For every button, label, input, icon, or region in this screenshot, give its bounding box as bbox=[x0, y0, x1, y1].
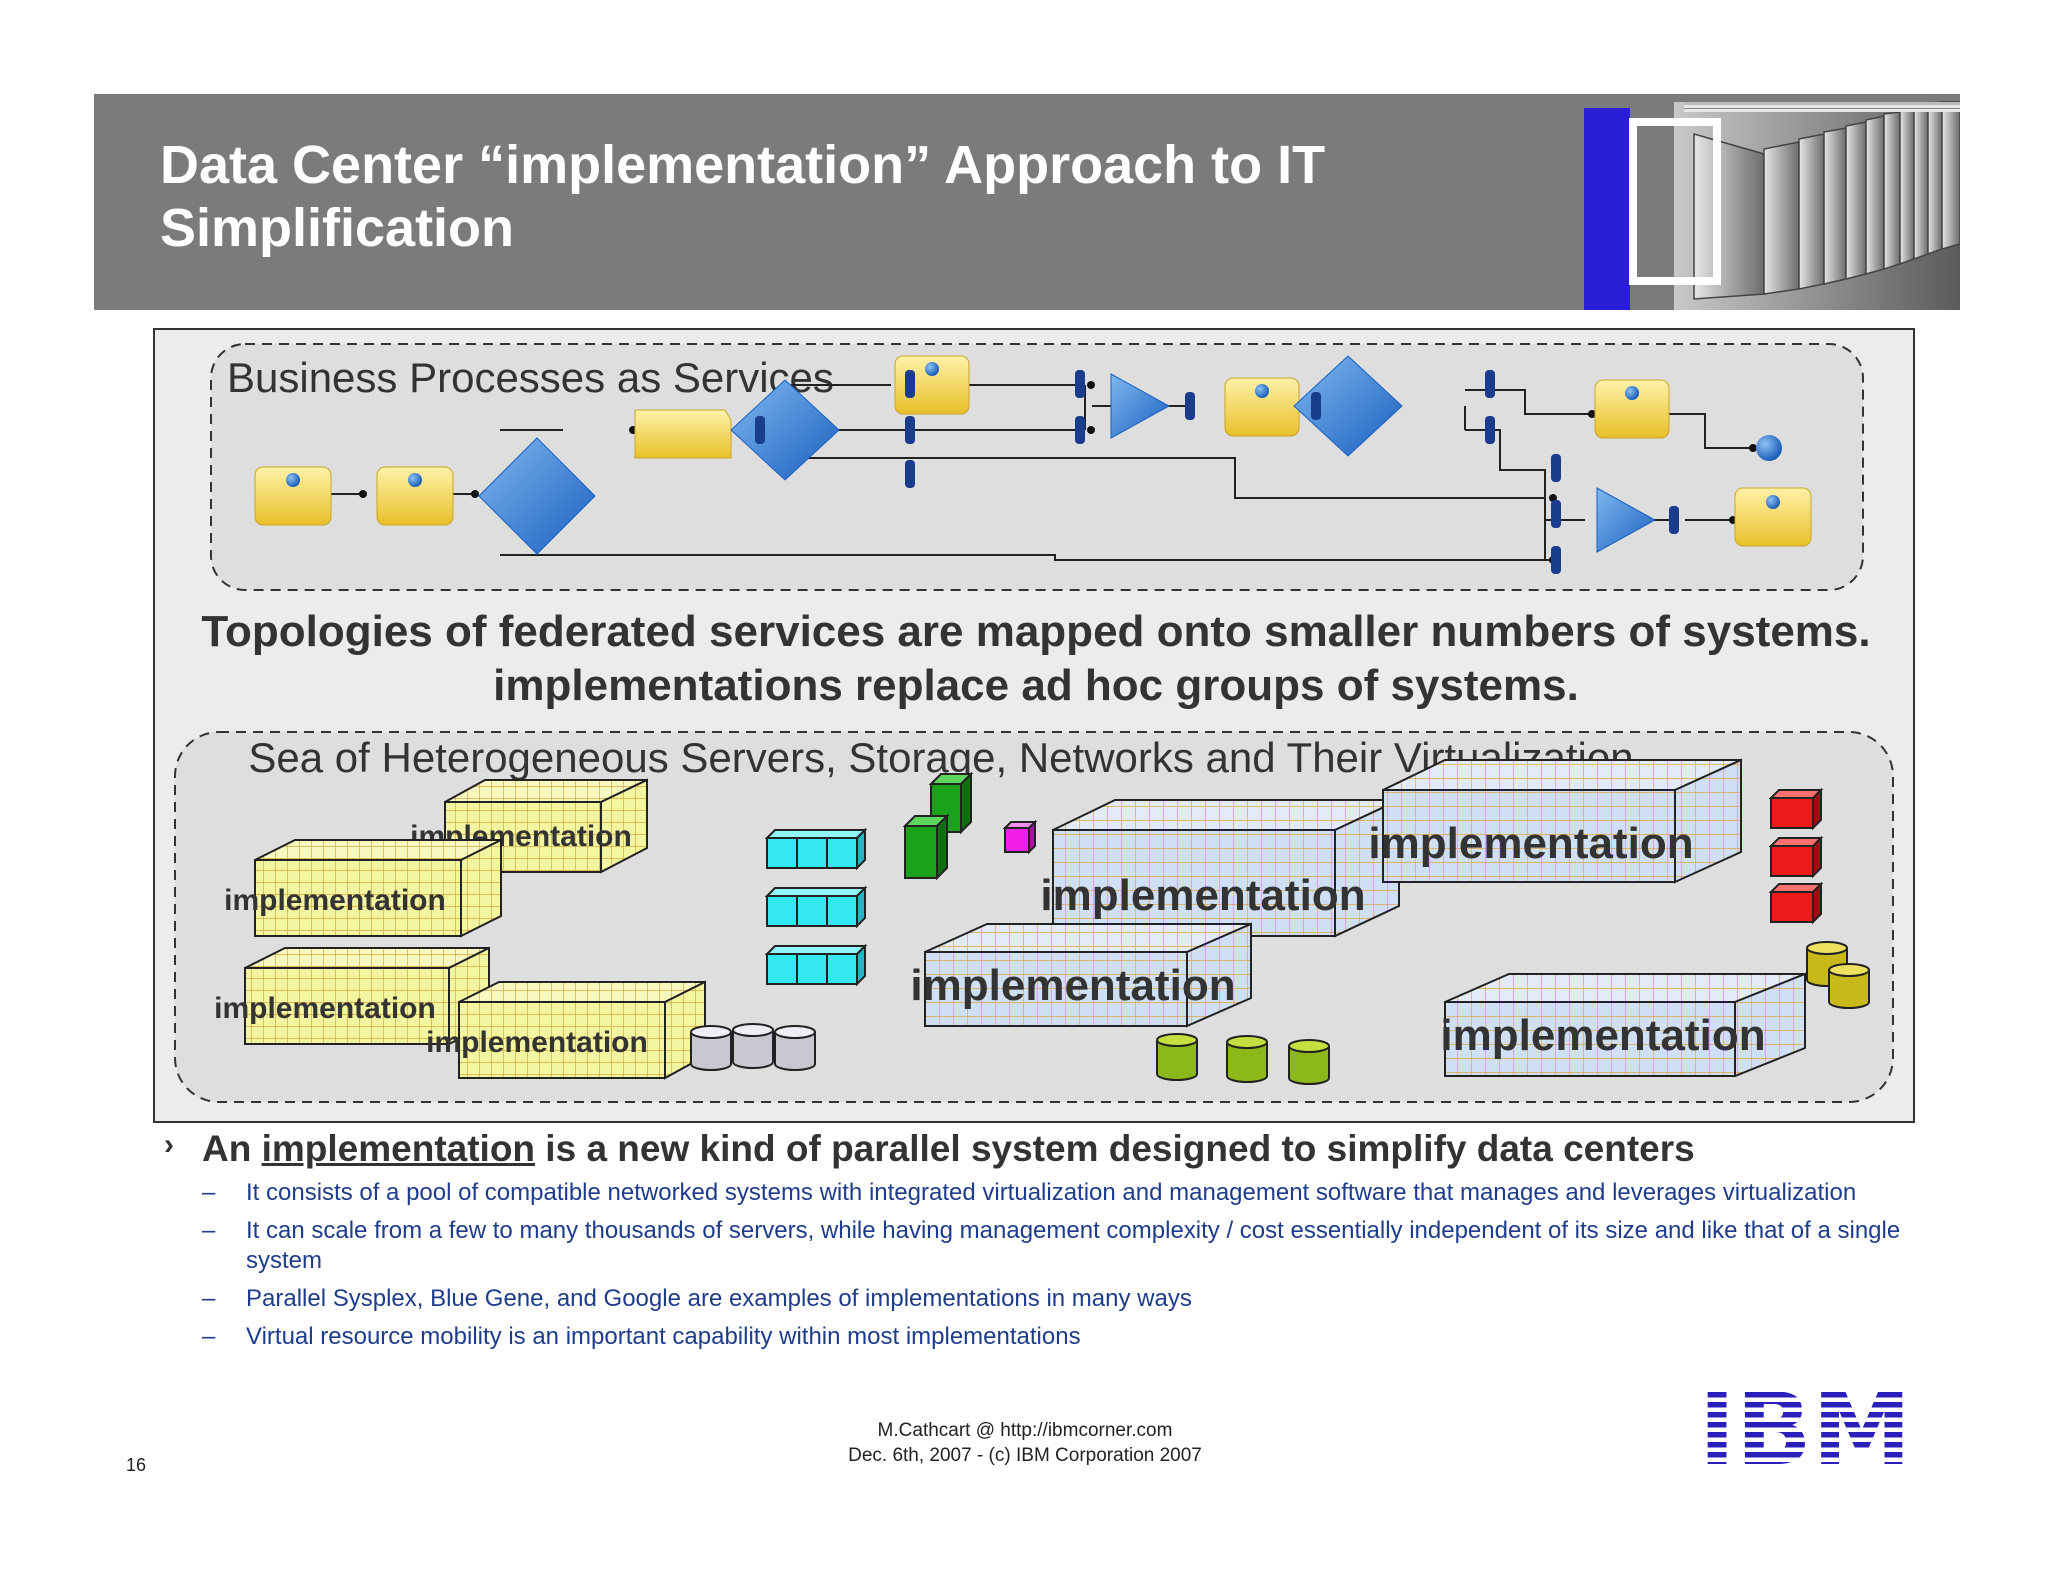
credit-line-1: M.Cathcart @ http://ibmcorner.com bbox=[877, 1420, 1173, 1441]
olive-storage-cylinders bbox=[1156, 941, 1870, 1085]
title-line-1: Data Center “implementation” Approach to… bbox=[160, 135, 1326, 195]
dash-icon: – bbox=[202, 1217, 216, 1244]
sub-bullet-text: It can scale from a few to many thousand… bbox=[246, 1217, 1901, 1274]
diagram-canvas: Business Processes as Services bbox=[174, 343, 1894, 1103]
business-process-region bbox=[210, 343, 1864, 591]
impl-box-small-2: implementation bbox=[224, 838, 502, 938]
gateway-diamond bbox=[1293, 355, 1403, 457]
merge-triangles bbox=[1110, 373, 1657, 553]
gateway-diamond bbox=[478, 437, 596, 555]
service-task bbox=[894, 355, 970, 415]
impl-label: implementation bbox=[426, 1026, 648, 1059]
main-bullet-suffix: is a new kind of parallel system designe… bbox=[535, 1128, 1695, 1169]
ibm-logo: IBM bbox=[1700, 1382, 1910, 1472]
magenta-device bbox=[1002, 819, 1038, 855]
gateway-diamond bbox=[730, 379, 840, 481]
service-data-object bbox=[634, 409, 732, 459]
red-storage-cubes bbox=[1768, 787, 1824, 925]
impl-label: implementation bbox=[214, 992, 436, 1025]
topology-line-1: Topologies of federated services are map… bbox=[201, 607, 1870, 656]
impl-label: implementation bbox=[224, 884, 446, 917]
service-task bbox=[1734, 487, 1812, 547]
service-task bbox=[376, 466, 454, 526]
title-line-2: Simplification bbox=[160, 198, 515, 258]
business-process-label: Business Processes as Services bbox=[227, 354, 834, 401]
impl-label: implementation bbox=[1040, 871, 1365, 920]
impl-box-large-1: implementation bbox=[1040, 798, 1400, 938]
impl-box-small-4: implementation bbox=[426, 980, 706, 1080]
sub-bullet: – Virtual resource mobility is an importa… bbox=[160, 1322, 1920, 1352]
sub-bullet: – It consists of a pool of compatible net… bbox=[160, 1178, 1920, 1208]
gateway-diamonds bbox=[478, 355, 1403, 555]
slide-header: Data Center “implementation” Approach to… bbox=[94, 94, 1960, 310]
dash-icon: – bbox=[202, 1179, 216, 1206]
sub-bullet-text: Parallel Sysplex, Blue Gene, and Google … bbox=[246, 1285, 1192, 1312]
impl-box-large-4: implementation bbox=[1440, 972, 1806, 1078]
impl-box-large-2: implementation bbox=[1368, 758, 1742, 884]
chevron-right-icon: › bbox=[164, 1128, 174, 1161]
impl-label: implementation bbox=[910, 961, 1235, 1010]
sub-bullet-text: It consists of a pool of compatible netw… bbox=[246, 1179, 1857, 1206]
sub-bullet-text: Virtual resource mobility is an importan… bbox=[246, 1323, 1081, 1350]
service-task bbox=[254, 466, 332, 526]
slide-title: Data Center “implementation” Approach to… bbox=[160, 134, 1360, 260]
connector-pins bbox=[755, 370, 1679, 574]
bullet-list: › An implementation is a new kind of par… bbox=[160, 1128, 1920, 1352]
dash-icon: – bbox=[202, 1323, 216, 1350]
ibm-logo-text: IBM bbox=[1700, 1382, 1910, 1472]
cyan-server-blocks bbox=[764, 827, 868, 987]
footer-credit: M.Cathcart @ http://ibmcorner.com Dec. 6… bbox=[780, 1418, 1270, 1468]
implementation-diagram: Business Processes as Services bbox=[153, 328, 1915, 1123]
service-task bbox=[1594, 379, 1670, 439]
impl-label: implementation bbox=[1440, 1011, 1765, 1060]
header-accent-frame bbox=[1629, 118, 1721, 285]
impl-label: implementation bbox=[1368, 819, 1693, 868]
end-event-circle bbox=[1756, 435, 1782, 461]
header-accent-bar bbox=[1584, 108, 1630, 310]
impl-box-large-3: implementation bbox=[910, 922, 1252, 1028]
main-bullet: › An implementation is a new kind of par… bbox=[160, 1128, 1920, 1170]
green-server-towers bbox=[902, 771, 974, 881]
page-number: 16 bbox=[126, 1455, 147, 1475]
service-tasks bbox=[254, 355, 1812, 547]
topology-line-2: implementations replace ad hoc groups of… bbox=[493, 661, 1579, 710]
credit-line-2: Dec. 6th, 2007 - (c) IBM Corporation 200… bbox=[848, 1445, 1202, 1466]
main-bullet-prefix: An bbox=[202, 1128, 262, 1169]
sub-bullet: – It can scale from a few to many thousan… bbox=[160, 1216, 1920, 1276]
header-datacenter-image bbox=[1584, 94, 1960, 310]
merge-triangle bbox=[1596, 487, 1657, 553]
main-bullet-term: implementation bbox=[261, 1128, 536, 1169]
dash-icon: – bbox=[202, 1285, 216, 1312]
sub-bullet: – Parallel Sysplex, Blue Gene, and Google… bbox=[160, 1284, 1920, 1314]
gray-storage-cylinders bbox=[690, 1023, 816, 1071]
merge-triangle bbox=[1110, 373, 1171, 439]
